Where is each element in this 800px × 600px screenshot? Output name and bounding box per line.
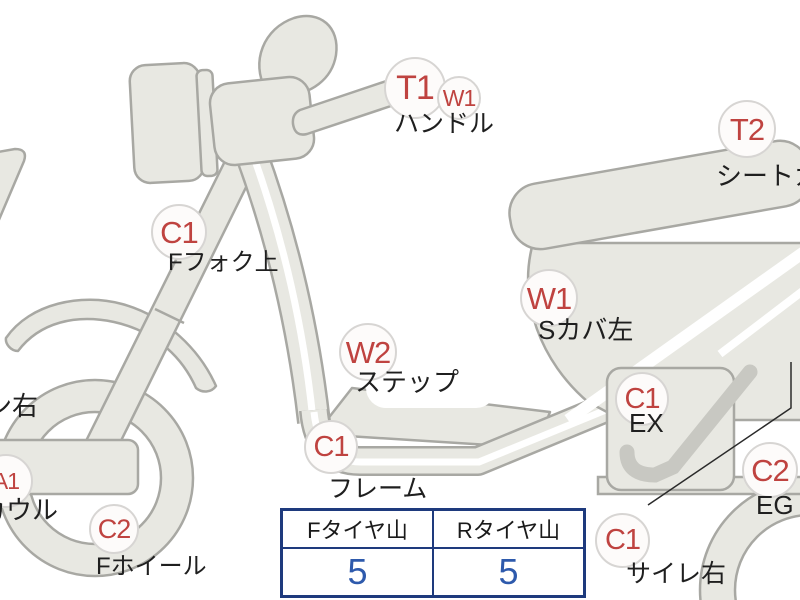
marker-w2-step: W2 <box>339 323 397 381</box>
part-label-frame: フレーム <box>328 475 428 503</box>
part-label-cowl: カウル <box>0 495 59 525</box>
marker-t2-seat: T2 <box>718 100 776 158</box>
frame-tube <box>234 144 331 424</box>
step-cutout <box>366 364 496 408</box>
seat <box>508 139 800 251</box>
part-label-front-wheel: Fホイール <box>96 553 207 580</box>
part-label-seat: シートカ <box>716 161 800 191</box>
marker-t1-handlebar: T1 <box>384 57 446 119</box>
headlight-unit <box>128 61 206 185</box>
marker-w1-handlebar: W1 <box>437 76 481 120</box>
rear-tire-value: 5 <box>432 547 586 598</box>
front-wheel <box>0 378 195 578</box>
marker-c2-front-wheel: C2 <box>89 504 139 554</box>
rear-wheel <box>698 479 800 600</box>
tire-tread-table: Fタイヤ山 Rタイヤ山 5 5 <box>280 508 586 598</box>
part-label-step: ステップ <box>355 367 460 397</box>
part-label-exhaust: EX <box>629 408 664 438</box>
front-fender <box>4 298 218 393</box>
left-edge-panel <box>0 147 27 221</box>
fork-joint <box>154 307 185 325</box>
leg-shield <box>0 438 140 496</box>
front-tire-value: 5 <box>280 547 434 598</box>
part-label-front-fork: Fフォク上 <box>168 249 279 276</box>
marker-c1-silencer: C1 <box>595 513 650 568</box>
part-label-side-cover: Sカバ左 <box>538 315 634 345</box>
part-label-engine: EG <box>756 490 794 520</box>
marker-c1-frame: C1 <box>304 420 358 474</box>
marker-c1-front-fork: C1 <box>151 204 207 260</box>
part-label-silencer: サイレ右 <box>626 560 727 588</box>
front-tire-header: Fタイヤ山 <box>280 508 434 549</box>
marker-c1-exhaust: C1 <box>615 372 669 426</box>
panel-gap-2 <box>717 288 800 358</box>
marker-w1-side-cover: W1 <box>520 269 578 327</box>
leader-line <box>647 362 792 506</box>
exhaust-pipe <box>619 364 758 483</box>
rear-tire-header: Rタイヤ山 <box>432 508 586 549</box>
part-label-right-clipped: ン右 <box>0 391 39 421</box>
part-label-handlebar: ハンドル <box>394 110 495 138</box>
marker-c2-engine: C2 <box>742 442 798 498</box>
